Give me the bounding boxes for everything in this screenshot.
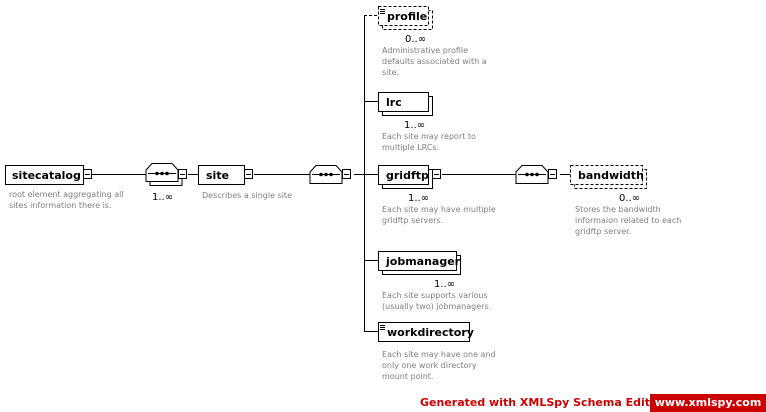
cardinality-profile: 0..∞ xyxy=(405,34,426,45)
cardinality-bandwidth: 0..∞ xyxy=(619,193,640,204)
element-name: lrc xyxy=(386,96,402,109)
element-site[interactable]: site xyxy=(198,165,253,185)
element-lrc[interactable]: lrc xyxy=(378,92,433,116)
annotation-marker-icon xyxy=(380,325,385,330)
cardinality-gridftp: 1..∞ xyxy=(408,193,429,204)
element-gridftp[interactable]: gridftp xyxy=(378,165,441,189)
svg-text:informaion related to each: informaion related to each xyxy=(575,216,681,225)
svg-text:Administrative profile: Administrative profile xyxy=(382,46,468,55)
sequence-compositor-icon[interactable] xyxy=(515,165,557,184)
annotation-lrc: Each site may report to multiple LRCs. xyxy=(382,132,476,152)
element-jobmanager[interactable]: jobmanager xyxy=(378,251,461,275)
element-name: profile xyxy=(387,10,427,23)
svg-text:site.: site. xyxy=(382,68,399,77)
svg-text:Each site may have multiple: Each site may have multiple xyxy=(382,205,496,214)
generated-by-text: Generated with XMLSpy Schema Editor xyxy=(420,396,663,409)
element-bandwidth[interactable]: bandwidth xyxy=(570,165,647,189)
svg-text:sites information there is.: sites information there is. xyxy=(9,201,112,210)
svg-text:mount point.: mount point. xyxy=(382,372,433,381)
svg-text:Stores the bandwidth: Stores the bandwidth xyxy=(575,205,661,214)
xmlspy-link[interactable]: www.xmlspy.com xyxy=(650,394,766,412)
annotation-gridftp: Each site may have multiple gridftp serv… xyxy=(382,205,496,225)
connector-lines xyxy=(92,15,570,332)
sequence-compositor-icon[interactable] xyxy=(145,163,187,186)
svg-text:multiple LRCs.: multiple LRCs. xyxy=(382,143,439,152)
svg-text:defaults associated with a: defaults associated with a xyxy=(382,57,487,66)
svg-text:gridftp servers.: gridftp servers. xyxy=(382,216,443,225)
annotation-profile: Administrative profile defaults associat… xyxy=(382,46,487,77)
cardinality-jobmanager: 1..∞ xyxy=(434,279,455,290)
collapse-toggle-icon[interactable] xyxy=(244,169,253,179)
element-sitecatalog[interactable]: sitecatalog xyxy=(5,165,92,185)
annotation-site: Describes a single site xyxy=(202,191,292,200)
element-name: jobmanager xyxy=(385,255,461,268)
svg-text:gridftp server.: gridftp server. xyxy=(575,227,631,236)
element-name: gridftp xyxy=(386,169,429,182)
svg-text:(usually two) jobmanagers.: (usually two) jobmanagers. xyxy=(382,302,491,311)
element-name: workdirectory xyxy=(387,326,474,339)
annotation-bandwidth: Stores the bandwidth informaion related … xyxy=(575,205,681,236)
svg-text:only one work directory: only one work directory xyxy=(382,361,477,370)
element-workdirectory[interactable]: workdirectory xyxy=(378,322,474,342)
svg-text:Each site may report to: Each site may report to xyxy=(382,132,476,141)
annotation-marker-icon xyxy=(380,9,385,14)
annotation-sitecatalog: root element aggregating all sites infor… xyxy=(9,190,124,210)
svg-text:Each site may have one and: Each site may have one and xyxy=(382,350,496,359)
svg-text:root element aggregating all: root element aggregating all xyxy=(9,190,124,199)
collapse-toggle-icon[interactable] xyxy=(432,169,441,179)
element-name: site xyxy=(206,169,229,182)
annotation-workdirectory: Each site may have one and only one work… xyxy=(382,350,496,381)
element-profile[interactable]: profile xyxy=(378,6,433,30)
annotation-jobmanager: Each site supports various (usually two)… xyxy=(382,291,491,311)
sequence-cardinality: 1..∞ xyxy=(152,192,173,203)
element-name: bandwidth xyxy=(578,169,644,182)
sequence-compositor-icon[interactable] xyxy=(309,165,351,184)
collapse-toggle-icon[interactable] xyxy=(83,169,92,179)
cardinality-lrc: 1..∞ xyxy=(404,120,425,131)
svg-text:Each site supports various: Each site supports various xyxy=(382,291,488,300)
element-name: sitecatalog xyxy=(12,169,81,182)
